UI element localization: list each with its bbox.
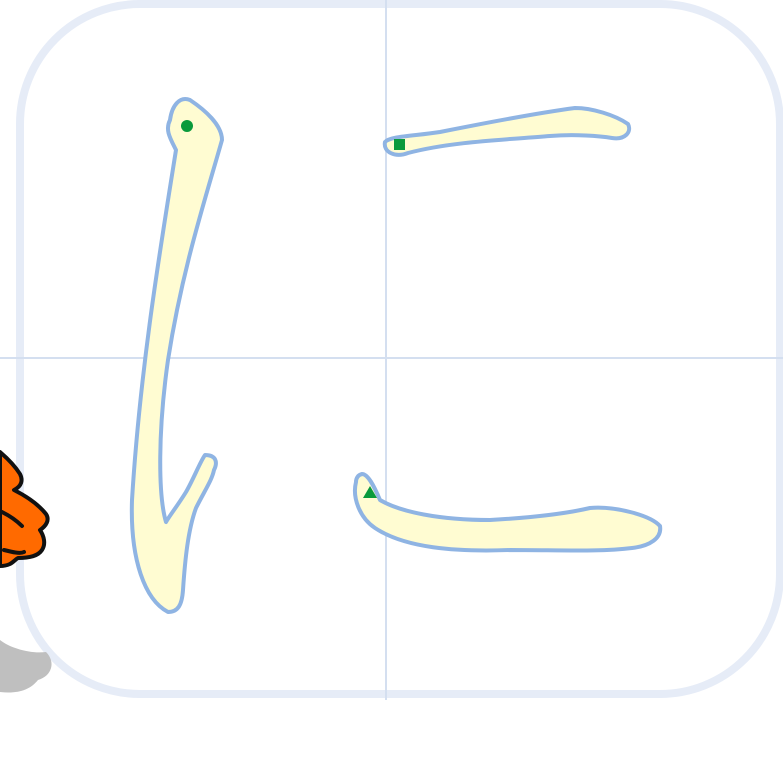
stroke-1-start-marker[interactable] (181, 120, 193, 132)
board-background (20, 4, 780, 694)
stroke-2-start-marker[interactable] (394, 139, 405, 150)
